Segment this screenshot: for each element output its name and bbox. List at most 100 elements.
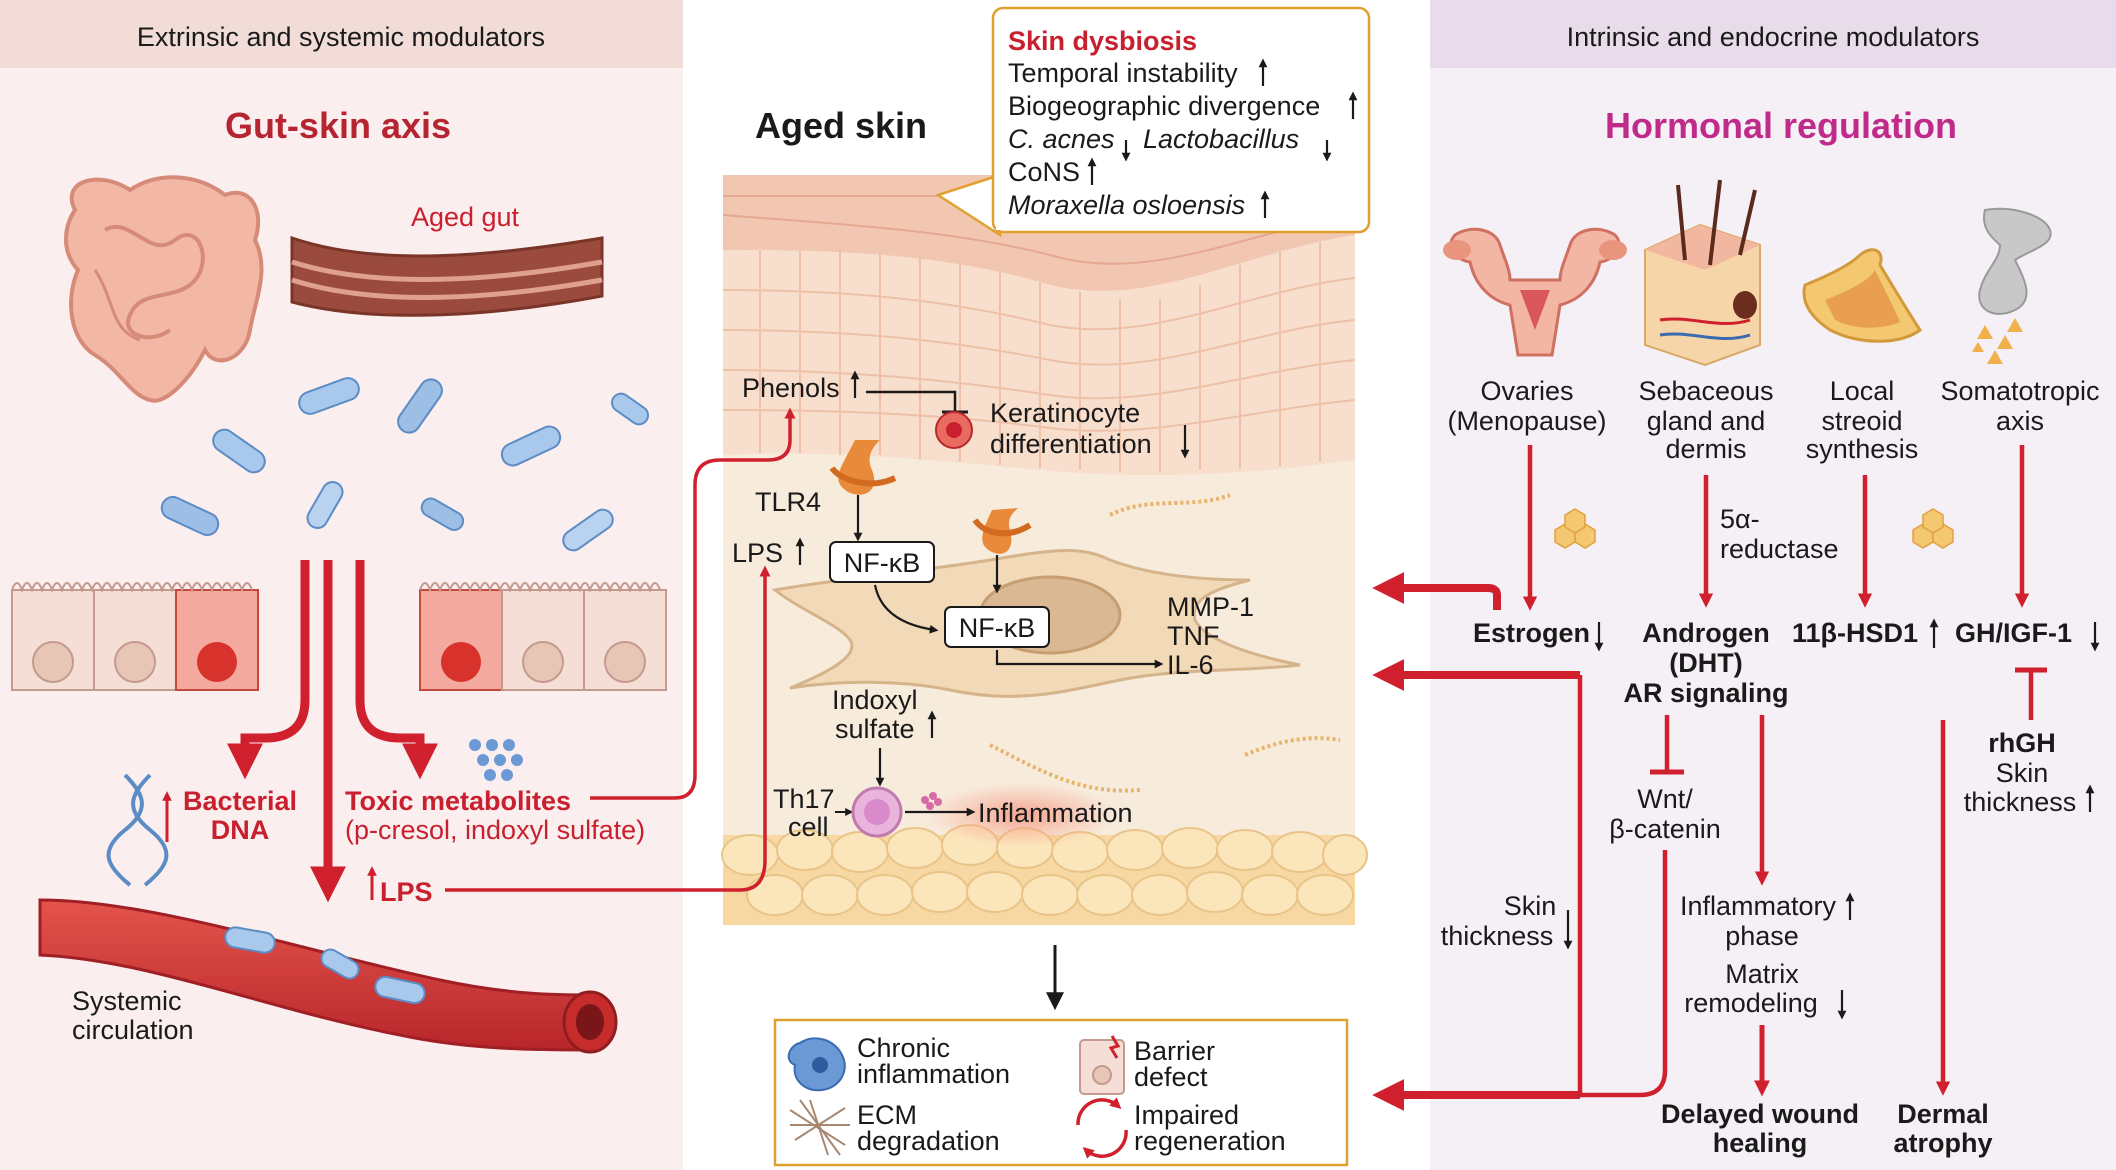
nfkb-box-1 xyxy=(829,541,935,583)
hsd-label: 11β-HSD1 xyxy=(1792,618,1918,648)
somato-label-2: axis xyxy=(1996,406,2044,436)
hormonal-title: Hormonal regulation xyxy=(1605,105,1957,146)
bacterial-dna-label-2: DNA xyxy=(211,815,270,845)
sebaceous-label-2: gland and xyxy=(1647,406,1766,436)
nfkb2-arrow xyxy=(995,650,1164,669)
right-panel-bg xyxy=(1430,0,2116,1170)
aged-gut-label: Aged gut xyxy=(411,202,520,232)
immune-cell-icon xyxy=(787,1037,846,1092)
skin-thick-label-1: Skin xyxy=(1504,891,1557,921)
keratinocyte-label-2: differentiation xyxy=(990,429,1152,459)
tnf-label: TNF xyxy=(1167,621,1219,651)
hormone-molecule-icon xyxy=(1554,508,1954,549)
barrier-label-1: Barrier xyxy=(1134,1036,1215,1066)
dysbiosis-item-6: Moraxella osloensis xyxy=(1008,190,1245,220)
th17-label-1: Th17 xyxy=(773,784,835,814)
bacteria-icon xyxy=(160,377,650,552)
gut-arrows xyxy=(227,560,438,903)
ecm-label-1: ECM xyxy=(857,1100,917,1130)
dysbiosis-item-3: C. acnes xyxy=(1008,124,1115,154)
rhgh-label-2: Skin xyxy=(1996,758,2049,788)
organ-arrows xyxy=(1522,445,2030,611)
wnt-label-1: Wnt/ xyxy=(1637,784,1693,814)
left-header: Extrinsic and systemic modulators xyxy=(137,22,545,52)
dysbiosis-callout: Skin dysbiosis Temporal instability Biog… xyxy=(935,6,1371,238)
systemic-label-1: Systemic xyxy=(72,986,182,1016)
left-header-bar xyxy=(0,0,683,68)
toxic-examples-label: (p-cresol, indoxyl sulfate) xyxy=(345,815,645,845)
gh-label: GH/IGF-1 xyxy=(1955,618,2072,648)
hormone-to-skin-arrows xyxy=(1372,572,1580,691)
delayed-label-2: healing xyxy=(1713,1128,1808,1158)
ecm-label-2: degradation xyxy=(857,1126,1000,1156)
reductase-label-2: reductase xyxy=(1720,534,1839,564)
lps-label: LPS xyxy=(380,877,433,907)
skin-thick-label-2: thickness xyxy=(1441,921,1554,951)
rhgh-label-3: thickness xyxy=(1964,787,2077,817)
gut-vessel-icon xyxy=(290,235,604,317)
middle-lps-label: LPS xyxy=(732,538,783,568)
impaired-label-1: Impaired xyxy=(1134,1100,1239,1130)
dermal-label-1: Dermal xyxy=(1897,1099,1989,1129)
blood-vessel-icon xyxy=(38,898,618,1054)
toxic-metabolites-label: Toxic metabolites xyxy=(345,786,571,816)
sebaceous-label-1: Sebaceous xyxy=(1638,376,1773,406)
tlr4-receptor-icon xyxy=(829,440,897,495)
dermal-label-2: atrophy xyxy=(1893,1128,1992,1158)
right-header-bar xyxy=(1430,0,2116,68)
androgen-label-1: Androgen xyxy=(1642,618,1770,648)
chronic-label-1: Chronic xyxy=(857,1033,950,1063)
inflammation-label: Inflammation xyxy=(978,798,1133,828)
outcomes-box: Chronic inflammation Barrier defect ECM … xyxy=(773,1018,1349,1167)
ecm-fibers xyxy=(989,493,1341,793)
inflam-phase-label-2: phase xyxy=(1725,921,1799,951)
local-label-2: streoid xyxy=(1821,406,1902,436)
local-label-1: Local xyxy=(1830,376,1895,406)
chronic-label-2: inflammation xyxy=(857,1059,1010,1089)
systemic-label-2: circulation xyxy=(72,1015,194,1045)
dysbiosis-item-4: Lactobacillus xyxy=(1143,124,1299,154)
mmp1-label: MMP-1 xyxy=(1167,592,1254,622)
metabolite-icon xyxy=(469,739,523,781)
keratinocyte-cell-icon xyxy=(935,411,973,449)
nfkb-label-1: NF-κB xyxy=(844,548,921,578)
receptor-icon-2 xyxy=(972,508,1032,554)
inflam-phase-label-1: Inflammatory xyxy=(1680,891,1837,921)
adrenal-icon xyxy=(1802,248,1923,343)
gut-to-skin-arrows xyxy=(445,407,796,892)
th17-label-2: cell xyxy=(788,812,829,842)
somato-label-1: Somatotropic xyxy=(1940,376,2099,406)
cycle-icon xyxy=(1076,1097,1128,1159)
epithelium-left xyxy=(11,582,259,691)
androgen-outcome-arrows xyxy=(1377,675,1668,1104)
barrier-label-2: defect xyxy=(1134,1062,1208,1092)
ecm-fiber-icon xyxy=(789,1099,850,1156)
epithelium-right xyxy=(419,582,667,691)
gut-skin-title: Gut-skin axis xyxy=(225,105,451,146)
dysbiosis-item-5: CoNS xyxy=(1008,157,1080,187)
reductase-label-1: 5α- xyxy=(1720,504,1760,534)
il6-label: IL-6 xyxy=(1167,650,1214,680)
dysbiosis-item-1: Temporal instability xyxy=(1008,58,1238,88)
dysbiosis-item-2: Biogeographic divergence xyxy=(1008,91,1320,121)
uterus-icon xyxy=(1443,227,1627,357)
ovaries-label-1: Ovaries xyxy=(1480,376,1573,406)
nfkb-box-2 xyxy=(944,606,1050,648)
nfkb-label-2: NF-κB xyxy=(959,613,1036,643)
intestine-icon xyxy=(64,175,264,403)
inflammation-glow xyxy=(927,783,1117,847)
barrier-cell-icon xyxy=(1079,1035,1125,1095)
pituitary-icon xyxy=(1972,207,2052,364)
bacterial-dna-label-1: Bacterial xyxy=(183,786,297,816)
delayed-label-1: Delayed wound xyxy=(1661,1099,1859,1129)
wnt-label-2: β-catenin xyxy=(1609,814,1721,844)
rhgh-label-1: rhGH xyxy=(1988,728,2056,758)
dysbiosis-title: Skin dysbiosis xyxy=(1008,26,1197,56)
impaired-label-2: regeneration xyxy=(1134,1126,1286,1156)
estrogen-label: Estrogen xyxy=(1473,618,1590,648)
aged-skin-title: Aged skin xyxy=(755,105,927,146)
dna-icon xyxy=(106,773,169,887)
skin-section-icon xyxy=(1644,179,1761,367)
